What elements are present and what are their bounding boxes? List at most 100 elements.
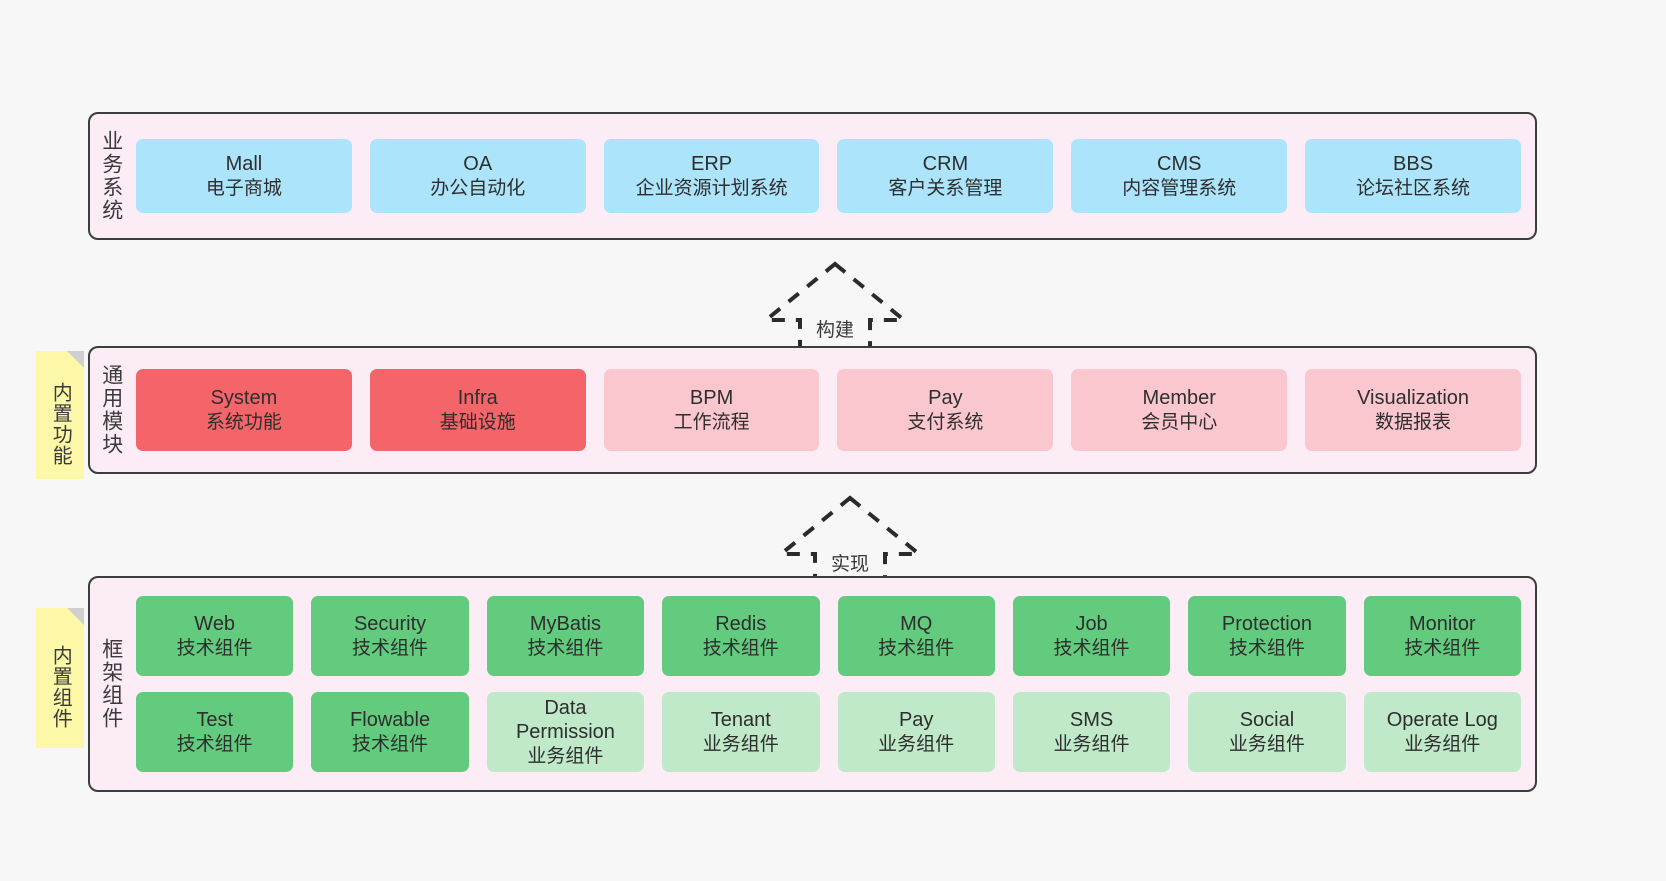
card-title: Test — [196, 709, 234, 732]
common-module-row: System 系统功能 Infra 基础设施 BPM 工作流程 Pay 支付系统… — [136, 369, 1521, 451]
card-title: Member — [1142, 387, 1216, 410]
card-title: Pay — [928, 387, 963, 410]
card-title: SMS — [1069, 709, 1114, 732]
card-title: MQ — [900, 613, 933, 636]
card-subtitle: 技术组件 — [352, 733, 429, 755]
card-flowable[interactable]: Flowable 技术组件 — [311, 692, 469, 772]
card-title: Operate Log — [1386, 709, 1498, 732]
card-web[interactable]: Web 技术组件 — [136, 596, 294, 676]
card-title: Visualization — [1357, 387, 1470, 410]
band-label-framework-component: 框架组件 — [99, 638, 123, 730]
card-title: System — [210, 387, 278, 410]
card-title: BPM — [689, 387, 734, 410]
card-title: Infra — [457, 387, 498, 410]
card-subtitle: 系统功能 — [205, 411, 282, 433]
card-subtitle: 支付系统 — [907, 411, 984, 433]
band-body-common-module: System 系统功能 Infra 基础设施 BPM 工作流程 Pay 支付系统… — [132, 348, 1535, 472]
card-subtitle: 技术组件 — [1053, 637, 1130, 659]
card-bbs[interactable]: BBS 论坛社区系统 — [1305, 139, 1521, 213]
card-subtitle: 内容管理系统 — [1122, 177, 1237, 199]
card-title: CMS — [1157, 153, 1202, 176]
card-subtitle: 技术组件 — [1228, 637, 1305, 659]
card-title: CRM — [922, 153, 969, 176]
card-subtitle: 基础设施 — [439, 411, 516, 433]
sticky-note-builtin-component: 内置组件 — [36, 608, 84, 748]
card-redis[interactable]: Redis 技术组件 — [662, 596, 820, 676]
card-subtitle: 数据报表 — [1375, 411, 1452, 433]
card-subtitle: 会员中心 — [1141, 411, 1218, 433]
band-common-module: 通用模块 System 系统功能 Infra 基础设施 BPM 工作流程 Pay… — [88, 346, 1537, 474]
card-title: Security — [353, 613, 427, 636]
sticky-note-builtin-function: 内置功能 — [36, 351, 84, 479]
card-subtitle: 工作流程 — [673, 411, 750, 433]
band-body-framework-component: Web 技术组件 Security 技术组件 MyBatis 技术组件 Redi… — [132, 578, 1535, 790]
arrow-build-label: 构建 — [815, 320, 854, 341]
card-title: Flowable — [350, 709, 431, 732]
sticky-note-label: 内置组件 — [49, 645, 72, 729]
card-security[interactable]: Security 技术组件 — [311, 596, 469, 676]
card-visualization[interactable]: Visualization 数据报表 — [1305, 369, 1521, 451]
card-title: Pay — [898, 709, 934, 732]
card-subtitle: 业务组件 — [527, 745, 604, 767]
card-title: Protection — [1221, 613, 1312, 636]
card-subtitle: 业务组件 — [1053, 733, 1130, 755]
card-title: BBS — [1393, 153, 1434, 176]
card-title: Redis — [715, 613, 767, 636]
card-social[interactable]: Social 业务组件 — [1188, 692, 1346, 772]
card-subtitle: 业务组件 — [1404, 733, 1481, 755]
card-oa[interactable]: OA 办公自动化 — [369, 139, 586, 213]
card-title: Mall — [225, 153, 263, 176]
card-title: Monitor — [1408, 613, 1476, 636]
card-pay-component[interactable]: Pay 业务组件 — [837, 692, 995, 772]
card-sms[interactable]: SMS 业务组件 — [1012, 692, 1171, 772]
card-subtitle: 业务组件 — [702, 733, 779, 755]
sticky-note-label: 内置功能 — [49, 382, 72, 466]
card-system[interactable]: System 系统功能 — [136, 369, 352, 451]
card-title: Social — [1239, 709, 1295, 732]
business-system-row: Mall 电子商城 OA 办公自动化 ERP 企业资源计划系统 CRM 客户关系… — [136, 139, 1521, 213]
card-operate-log[interactable]: Operate Log 业务组件 — [1363, 692, 1521, 772]
card-title: Web — [194, 613, 236, 636]
card-title: OA — [463, 153, 493, 176]
framework-biz-row: Test 技术组件 Flowable 技术组件 Data Permission … — [136, 692, 1521, 772]
card-infra[interactable]: Infra 基础设施 — [369, 369, 586, 451]
arrow-implement-label: 实现 — [830, 554, 869, 575]
card-job[interactable]: Job 技术组件 — [1012, 596, 1171, 676]
card-subtitle: 技术组件 — [702, 637, 779, 659]
card-subtitle: 技术组件 — [878, 637, 955, 659]
card-crm[interactable]: CRM 客户关系管理 — [837, 139, 1054, 213]
framework-tech-row: Web 技术组件 Security 技术组件 MyBatis 技术组件 Redi… — [136, 596, 1521, 676]
card-cms[interactable]: CMS 内容管理系统 — [1071, 139, 1288, 213]
band-body-business-system: Mall 电子商城 OA 办公自动化 ERP 企业资源计划系统 CRM 客户关系… — [132, 114, 1535, 238]
card-subtitle: 技术组件 — [527, 637, 604, 659]
card-title: MyBatis — [529, 613, 601, 636]
card-tenant[interactable]: Tenant 业务组件 — [662, 692, 820, 772]
card-subtitle: 业务组件 — [878, 733, 955, 755]
card-title: Job — [1075, 613, 1108, 636]
card-subtitle: 技术组件 — [1404, 637, 1481, 659]
card-erp[interactable]: ERP 企业资源计划系统 — [603, 139, 820, 213]
card-bpm[interactable]: BPM 工作流程 — [603, 369, 820, 451]
card-monitor[interactable]: Monitor 技术组件 — [1363, 596, 1521, 676]
band-business-system: 业务系统 Mall 电子商城 OA 办公自动化 ERP 企业资源计划系统 CRM… — [88, 112, 1537, 240]
card-subtitle: 技术组件 — [352, 637, 429, 659]
band-label-business-system: 业务系统 — [99, 130, 123, 222]
card-mybatis[interactable]: MyBatis 技术组件 — [486, 596, 645, 676]
card-subtitle: 电子商城 — [205, 177, 282, 199]
card-data-permission[interactable]: Data Permission 业务组件 — [486, 692, 645, 772]
arrow-build: 构建 — [760, 258, 910, 350]
card-pay[interactable]: Pay 支付系统 — [837, 369, 1054, 451]
band-framework-component: 框架组件 Web 技术组件 Security 技术组件 MyBatis 技术组件… — [88, 576, 1537, 792]
card-mq[interactable]: MQ 技术组件 — [837, 596, 995, 676]
band-label-common-module: 通用模块 — [99, 364, 123, 456]
card-title: Tenant — [710, 709, 771, 732]
card-test[interactable]: Test 技术组件 — [136, 692, 294, 772]
card-member[interactable]: Member 会员中心 — [1071, 369, 1288, 451]
card-protection[interactable]: Protection 技术组件 — [1188, 596, 1346, 676]
card-subtitle: 论坛社区系统 — [1356, 177, 1471, 199]
arrow-implement: 实现 — [775, 492, 925, 584]
card-subtitle: 技术组件 — [176, 637, 253, 659]
card-subtitle: 技术组件 — [176, 733, 253, 755]
card-subtitle: 业务组件 — [1228, 733, 1305, 755]
card-mall[interactable]: Mall 电子商城 — [136, 139, 352, 213]
